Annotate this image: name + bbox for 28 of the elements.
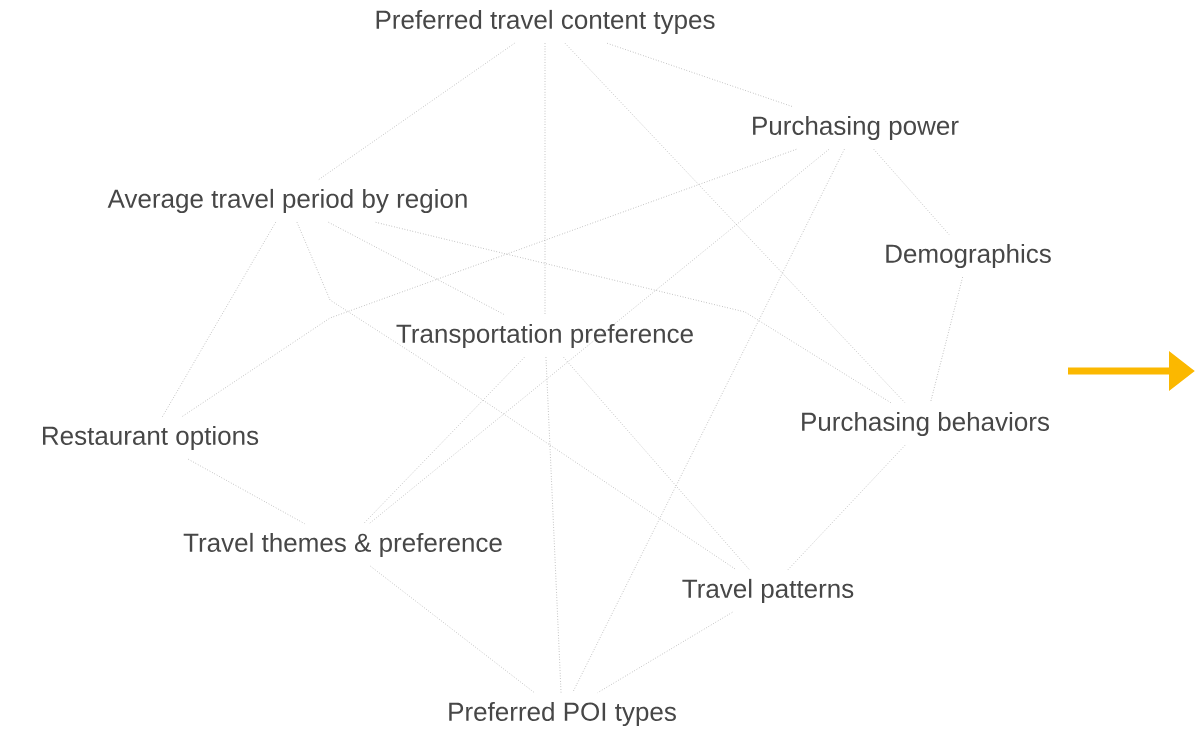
node-label: Preferred POI types xyxy=(449,701,676,727)
connector-line xyxy=(606,42,794,108)
node-label: Preferred travel content types xyxy=(376,9,715,35)
node-label: Restaurant options xyxy=(43,425,259,451)
connector-line xyxy=(563,356,750,571)
connector-line xyxy=(930,276,963,404)
connector-line xyxy=(318,42,515,181)
connector-line xyxy=(188,458,305,525)
connector-line xyxy=(545,356,562,694)
connector-line xyxy=(181,148,797,418)
connector-line xyxy=(873,148,950,236)
connector-line xyxy=(363,356,525,525)
connector-line xyxy=(787,444,906,571)
connector-line xyxy=(368,148,830,525)
node-label: Travel themes & preference xyxy=(183,532,502,558)
node-label: Purchasing power xyxy=(753,115,959,141)
connector-line xyxy=(564,42,906,404)
node-label: Demographics xyxy=(886,243,1051,269)
node-label: Travel patterns xyxy=(682,578,854,604)
connector-line xyxy=(328,221,505,316)
connector-line xyxy=(370,565,535,694)
node-label: Transportation preference xyxy=(396,323,693,349)
connector-line xyxy=(375,221,892,404)
connector-line xyxy=(296,221,737,571)
node-label: Average travel period by region xyxy=(107,188,467,214)
connector-line xyxy=(597,611,733,694)
connector-line xyxy=(162,221,276,418)
node-label: Purchasing behaviors xyxy=(802,411,1049,437)
